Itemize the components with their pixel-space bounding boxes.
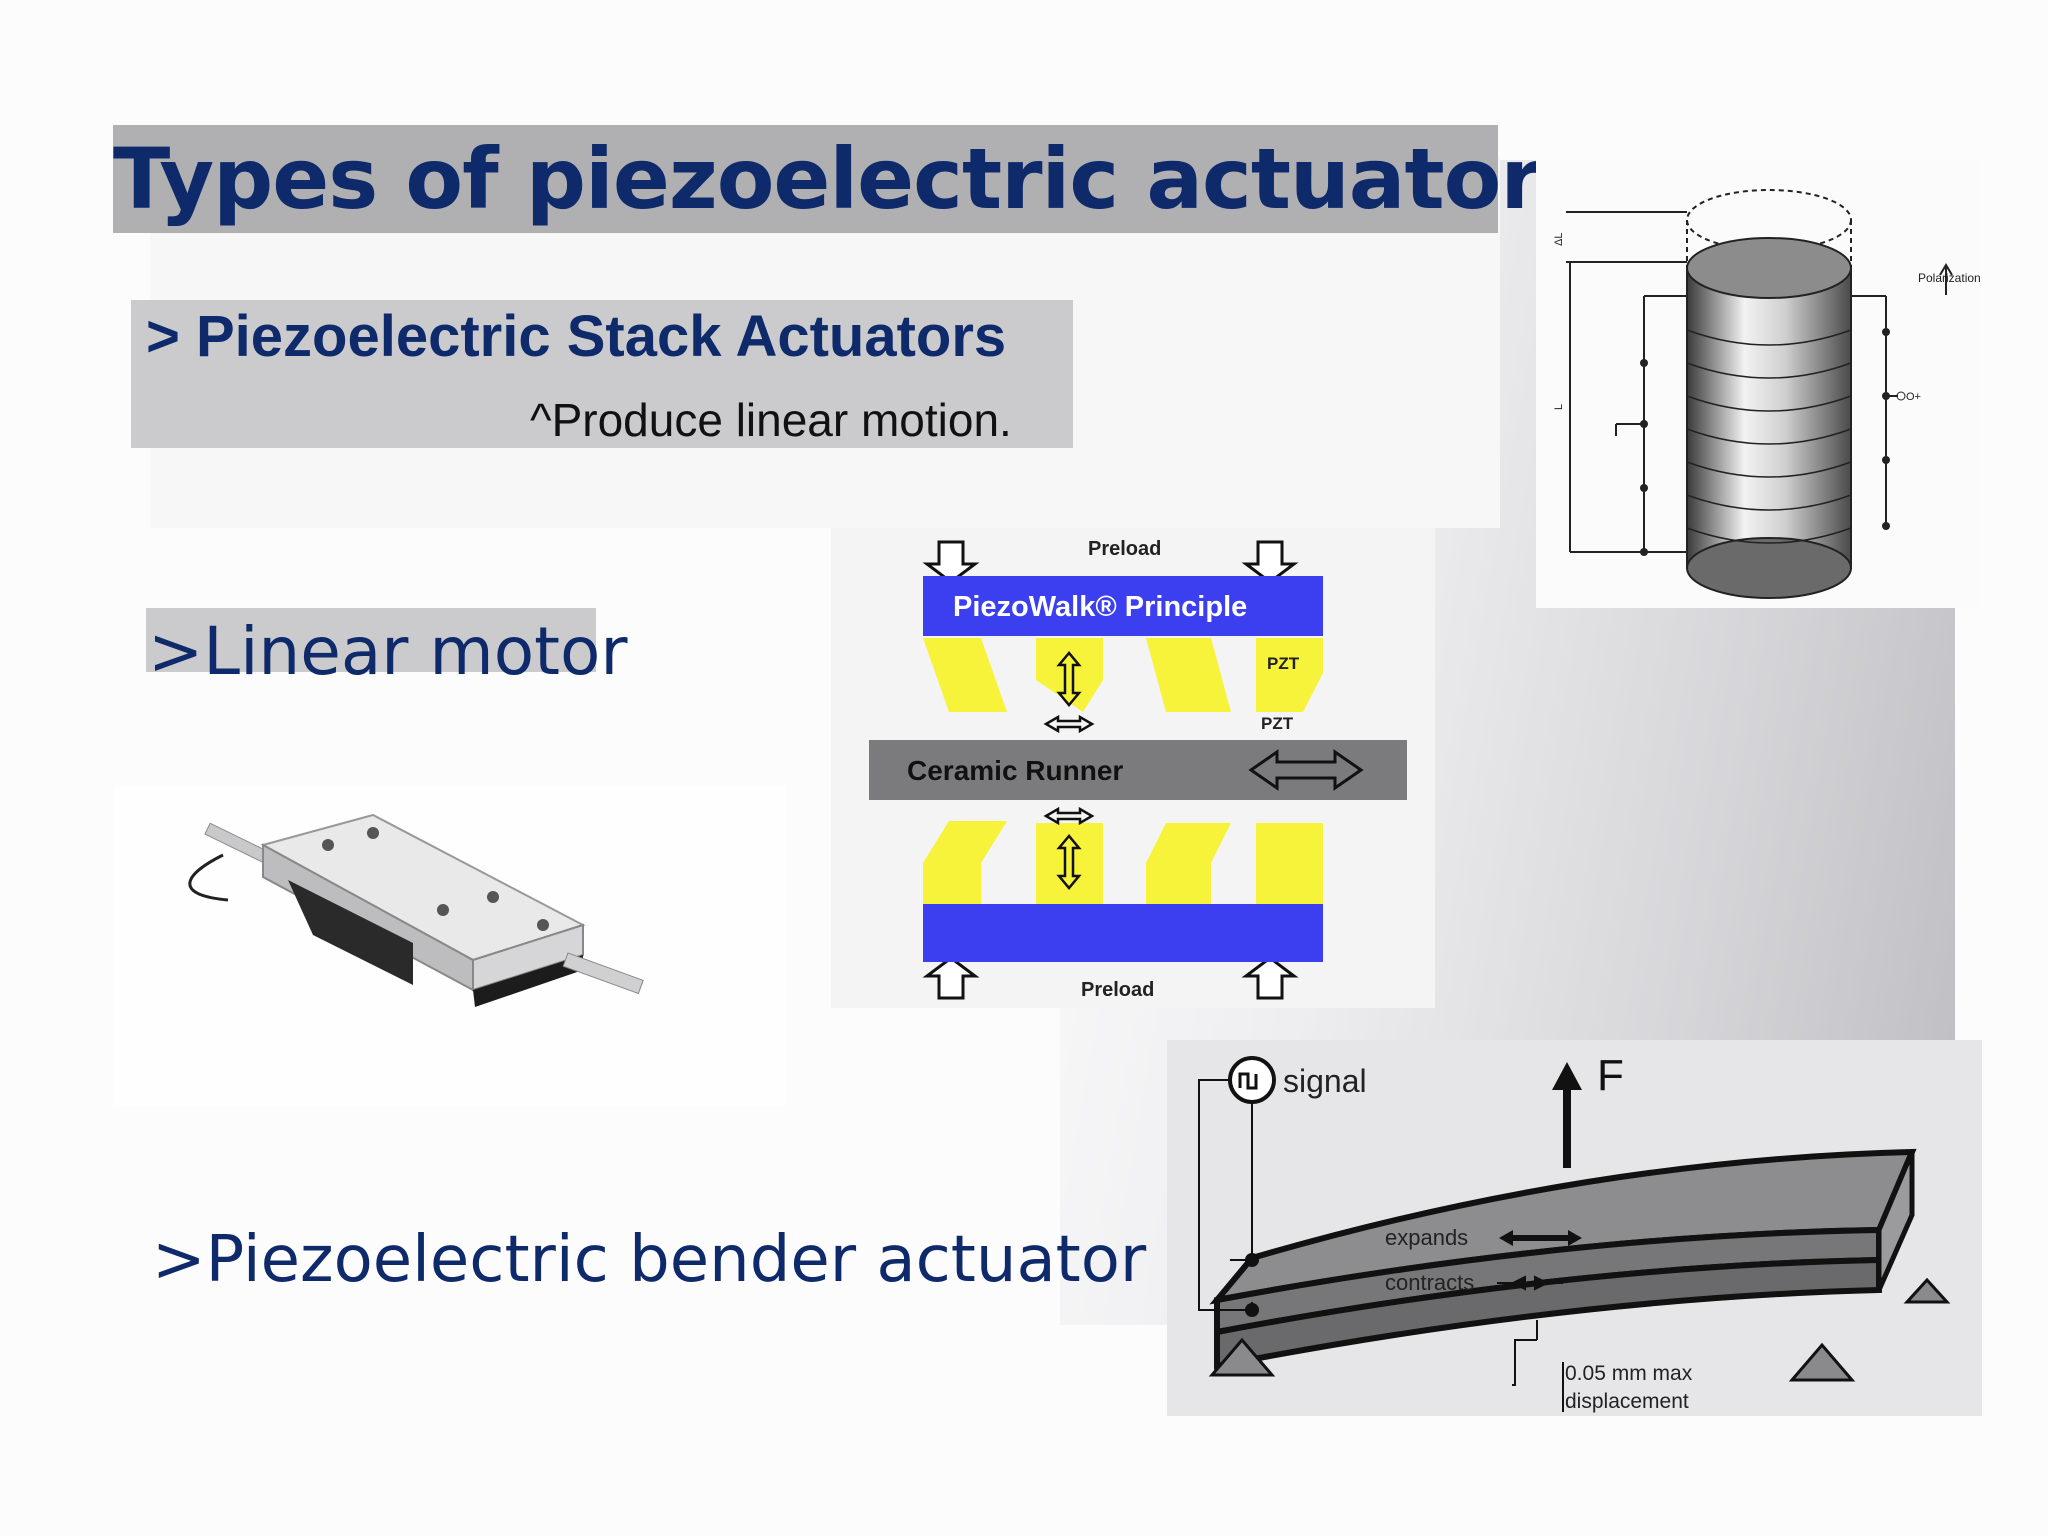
bender-actuator-diagram: F signal expands contracts 0.05 mm max d… bbox=[1167, 1040, 1982, 1416]
stack-heading-box bbox=[131, 300, 1073, 448]
signal-label: signal bbox=[1283, 1063, 1367, 1099]
signal-source-icon bbox=[1228, 1056, 1276, 1104]
piezowalk-diagram: Preload Preload PiezoWalk® Principle PZT… bbox=[831, 528, 1435, 1008]
pzt-leg bbox=[923, 821, 1007, 863]
linear-motor-photo bbox=[113, 785, 785, 1105]
plus-terminal-label: O+ bbox=[1906, 391, 1921, 403]
pzt-leg bbox=[1146, 823, 1231, 863]
displacement-label-line2: displacement bbox=[1565, 1390, 1689, 1413]
double-arrow-small-icon bbox=[1043, 714, 1095, 734]
pzt-leg bbox=[1036, 823, 1103, 906]
linear-motor-heading: >Linear motor bbox=[148, 613, 628, 690]
pzt-leg bbox=[923, 638, 1007, 712]
pzt-label-mid: PZT bbox=[1261, 714, 1294, 733]
pzt-leg bbox=[1256, 823, 1323, 906]
pzt-label-top: PZT bbox=[1267, 654, 1300, 673]
arrow-down-icon bbox=[922, 540, 980, 584]
double-arrow-vertical-icon bbox=[1056, 651, 1082, 707]
pzt-leg bbox=[1146, 638, 1231, 712]
delta-l-label: ΔL bbox=[1553, 233, 1565, 246]
expand-arrow-icon bbox=[1499, 1230, 1582, 1246]
polarization-label: Polarization bbox=[1918, 271, 1981, 285]
pzt-leg bbox=[1036, 638, 1103, 712]
preload-bottom-label: Preload bbox=[1081, 979, 1154, 1001]
ceramic-runner bbox=[869, 740, 1407, 800]
contracts-label: contracts bbox=[1385, 1270, 1474, 1295]
force-arrow-icon bbox=[1552, 1062, 1582, 1090]
length-label: L bbox=[1553, 404, 1565, 410]
title-bar bbox=[113, 125, 1498, 233]
stack-actuator-cylinder-diagram: Polarization O+ ΔL L bbox=[1536, 160, 1981, 608]
double-arrow-vertical-icon bbox=[1056, 834, 1082, 890]
contract-arrow-icon bbox=[1497, 1275, 1563, 1291]
arrow-up-icon bbox=[1241, 956, 1299, 1000]
double-arrow-small-icon bbox=[1043, 806, 1095, 826]
stack-actuators-heading: > Piezoelectric Stack Actuators bbox=[146, 304, 1007, 369]
linear-motor-illustration bbox=[188, 813, 644, 1007]
slide-title: Types of piezoelectric actuators bbox=[113, 130, 1591, 228]
pzt-leg bbox=[1146, 863, 1211, 906]
preload-top-label: Preload bbox=[1088, 538, 1161, 560]
arrow-down-icon bbox=[1241, 540, 1299, 584]
expands-label: expands bbox=[1385, 1225, 1468, 1250]
pzt-leg bbox=[923, 863, 981, 906]
ceramic-runner-label: Ceramic Runner bbox=[907, 755, 1123, 786]
piezowalk-title: PiezoWalk® Principle bbox=[953, 591, 1247, 623]
bottom-blue-plate bbox=[923, 904, 1323, 962]
force-label: F bbox=[1597, 1051, 1624, 1100]
arrow-up-icon bbox=[922, 956, 980, 1000]
bender-actuator-heading: >Piezoelectric bender actuator bbox=[152, 1223, 1147, 1297]
stack-actuators-note: ^Produce linear motion. bbox=[530, 394, 1012, 446]
double-arrow-horizontal-icon bbox=[1248, 749, 1364, 791]
displacement-label-line1: 0.05 mm max bbox=[1565, 1362, 1693, 1385]
top-blue-plate bbox=[923, 576, 1323, 636]
linear-motor-heading-box bbox=[146, 608, 596, 672]
pzt-leg bbox=[1256, 638, 1323, 712]
